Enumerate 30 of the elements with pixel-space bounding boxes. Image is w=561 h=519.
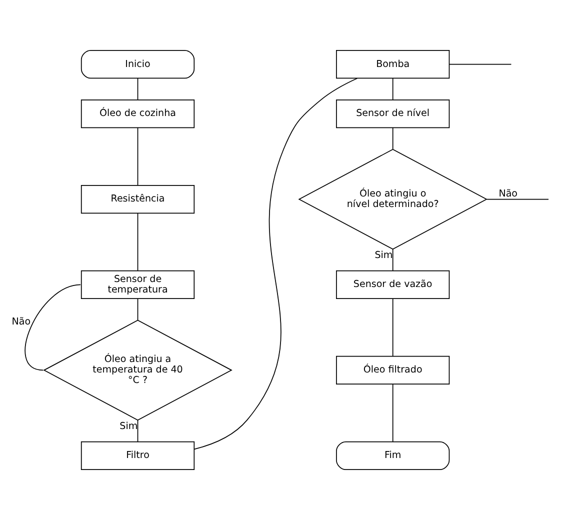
node-box: Sensor de nível [336, 99, 450, 128]
node-box: Resistência [80, 184, 195, 214]
connector [392, 383, 394, 442]
node-box: Óleo filtrado [336, 355, 450, 384]
connector [194, 77, 358, 450]
node-box: Bomba [336, 50, 450, 78]
connector [137, 77, 138, 100]
connector [137, 126, 138, 186]
node-box: Inicio [80, 50, 195, 78]
node-diamond: Óleo atingiu o nível determinado? [298, 148, 488, 250]
connector [137, 419, 138, 442]
node-box: Óleo de cozinha [80, 99, 195, 128]
node-box: Sensor de temperatura [80, 270, 195, 299]
edge-label: Não [498, 188, 518, 199]
node-diamond: Óleo atingiu a temperatura de 40 °C ? [43, 319, 232, 420]
connector [392, 126, 394, 150]
edge-label: Sim [120, 420, 138, 432]
connector [448, 63, 512, 64]
edge-label: Não [12, 316, 31, 328]
connector [137, 298, 138, 320]
connector [24, 284, 81, 370]
node-box: Sensor de vazão [336, 270, 450, 299]
connector [392, 298, 394, 356]
connector [486, 198, 549, 200]
edge-label: Sim [374, 249, 393, 260]
node-box: Fim [336, 440, 450, 470]
node-box: Filtro [80, 440, 195, 470]
connector [392, 248, 394, 271]
connector [392, 77, 394, 100]
connector [137, 212, 138, 271]
